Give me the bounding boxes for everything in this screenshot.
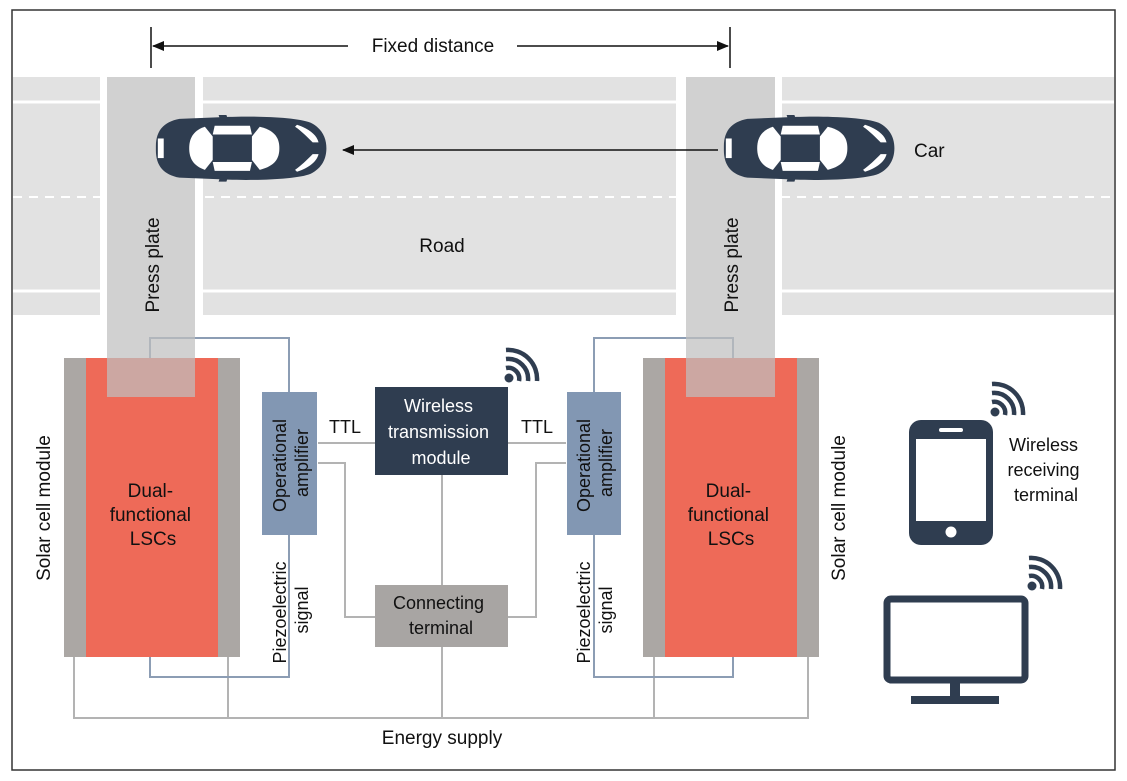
connecting-terminal-box — [375, 585, 508, 647]
solar-cell-module-label-right: Solar cell module — [829, 435, 850, 581]
wifi-icon — [505, 350, 538, 383]
connecting-terminal-label: Connecting terminal — [393, 593, 489, 638]
fixed-distance-label: Fixed distance — [372, 36, 495, 57]
wireless-receiving-label: Wireless receiving terminal — [1007, 435, 1084, 505]
wifi-icon — [1028, 558, 1061, 591]
wireless-module-label: Wireless transmission module — [388, 396, 494, 468]
smartphone-icon — [909, 420, 993, 545]
op-amp-right: Operational amplifier — [567, 392, 621, 535]
energy-supply-wiring — [73, 442, 809, 719]
op-amp-box-right — [567, 392, 621, 535]
ttl-label-right: TTL — [521, 417, 553, 437]
lsc-label-left: Dual- functional LSCs — [110, 481, 197, 550]
fixed-distance-dimension: Fixed distance — [150, 27, 731, 68]
op-amp-label-right: Operational amplifier — [574, 414, 616, 512]
ttl-label-left: TTL — [329, 417, 361, 437]
solar-cell-module-label-left: Solar cell module — [34, 435, 55, 581]
op-amp-label-left: Operational amplifier — [270, 414, 312, 512]
press-plate-label-left: Press plate — [143, 217, 164, 312]
piezo-label-left: Piezoelectric signal — [270, 556, 312, 663]
wireless-transmission-module: Wireless transmission module — [375, 387, 508, 475]
op-amp-left: Operational amplifier — [262, 392, 317, 535]
op-amp-box-left — [262, 392, 317, 535]
lsc-assembly-left: Dual- functional LSCs — [64, 358, 240, 657]
connecting-terminal: Connecting terminal — [375, 585, 508, 647]
figure-frame — [11, 9, 1116, 771]
lsc-panel-left — [86, 358, 218, 657]
car-label: Car — [914, 141, 945, 162]
lsc-panel-right — [665, 358, 797, 657]
press-plate-label-right: Press plate — [722, 217, 743, 312]
wifi-icon — [991, 384, 1024, 417]
car-icon — [155, 114, 327, 182]
car-icon — [723, 114, 895, 182]
monitor-icon — [883, 595, 1029, 704]
wireless-module-box — [375, 387, 508, 475]
lsc-label-right: Dual- functional LSCs — [688, 481, 775, 550]
lsc-assembly-right: Dual- functional LSCs — [643, 358, 819, 657]
energy-supply-label: Energy supply — [382, 728, 503, 749]
piezo-label-right: Piezoelectric signal — [574, 556, 616, 663]
road-label: Road — [419, 236, 464, 257]
